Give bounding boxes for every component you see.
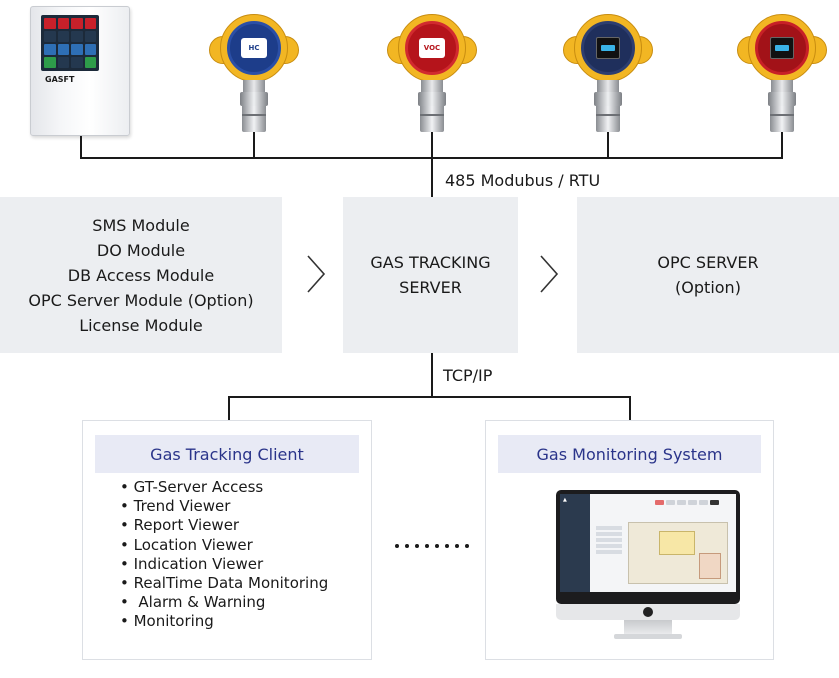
list-item: • Alarm & Warning bbox=[120, 593, 266, 612]
server-to-clients-line bbox=[431, 353, 433, 397]
opc-server-box: OPC SERVER (Option) bbox=[577, 197, 839, 353]
bus-protocol-label: 485 Modubus / RTU bbox=[445, 171, 601, 190]
monitor-floor-map bbox=[628, 522, 728, 584]
ellipsis-dots bbox=[395, 544, 469, 548]
server-title-line2: SERVER bbox=[399, 278, 462, 297]
detector-1-reading: HC bbox=[241, 38, 267, 58]
apple-logo-icon bbox=[643, 607, 653, 617]
gas-detector-1: HC bbox=[209, 6, 299, 138]
client-branch-line bbox=[228, 396, 631, 398]
detector-3-display bbox=[596, 37, 620, 59]
server-title-line1: GAS TRACKING bbox=[370, 253, 491, 272]
gas-tracking-server-box: GAS TRACKING SERVER bbox=[343, 197, 518, 353]
module-item: License Module bbox=[79, 315, 203, 335]
opc-title-line1: OPC SERVER bbox=[657, 253, 759, 272]
list-item: • GT-Server Access bbox=[120, 478, 264, 496]
module-item: DO Module bbox=[96, 240, 186, 260]
bus-drop-detector-4 bbox=[781, 132, 783, 158]
monitor-data-grid bbox=[596, 524, 622, 554]
monitor-screen: ▲ bbox=[560, 494, 736, 592]
bus-drop-detector-2 bbox=[431, 132, 433, 158]
module-item: DB Access Module bbox=[67, 265, 215, 285]
control-panel-device: GASFT bbox=[30, 6, 130, 136]
bus-to-server-line bbox=[431, 158, 433, 197]
list-item: • Location Viewer bbox=[120, 535, 253, 554]
list-item: • Report Viewer bbox=[120, 516, 240, 535]
bus-drop-panel bbox=[80, 136, 82, 158]
client-card-title: Gas Tracking Client bbox=[95, 435, 359, 473]
detector-2-reading: VOC bbox=[419, 38, 445, 58]
module-item: OPC Server Module (Option) bbox=[28, 290, 254, 310]
gas-detector-4 bbox=[737, 6, 827, 138]
detector-4-display bbox=[770, 37, 794, 59]
client-feature-list: • GT-Server Access • Trend Viewer • Repo… bbox=[120, 478, 328, 632]
panel-logo: GASFT bbox=[45, 75, 75, 84]
monitoring-card-title: Gas Monitoring System bbox=[498, 435, 761, 473]
client-drop-left bbox=[228, 396, 230, 420]
modules-box: SMS Module DO Module DB Access Module OP… bbox=[0, 197, 282, 353]
bus-drop-detector-3 bbox=[607, 132, 609, 158]
list-item: • Indication Viewer bbox=[120, 554, 264, 573]
module-item: SMS Module bbox=[92, 215, 190, 235]
bus-drop-detector-1 bbox=[253, 132, 255, 158]
chevron-right-icon bbox=[540, 255, 559, 293]
opc-title-line2: (Option) bbox=[675, 278, 741, 297]
list-item: • Trend Viewer bbox=[120, 497, 231, 516]
monitor-illustration: ▲ bbox=[556, 490, 740, 640]
control-panel-screen bbox=[41, 15, 99, 71]
gas-detector-3 bbox=[563, 6, 653, 138]
list-item: • Monitoring bbox=[120, 612, 214, 631]
gas-detector-2: VOC bbox=[387, 6, 477, 138]
chevron-right-icon bbox=[307, 255, 326, 293]
list-item: • RealTime Data Monitoring bbox=[120, 574, 329, 593]
monitor-logo-icon: ▲ bbox=[563, 497, 567, 503]
client-drop-right bbox=[629, 396, 631, 420]
tcp-protocol-label: TCP/IP bbox=[443, 366, 493, 385]
gas-tracking-client-card: Gas Tracking Client bbox=[82, 420, 372, 660]
